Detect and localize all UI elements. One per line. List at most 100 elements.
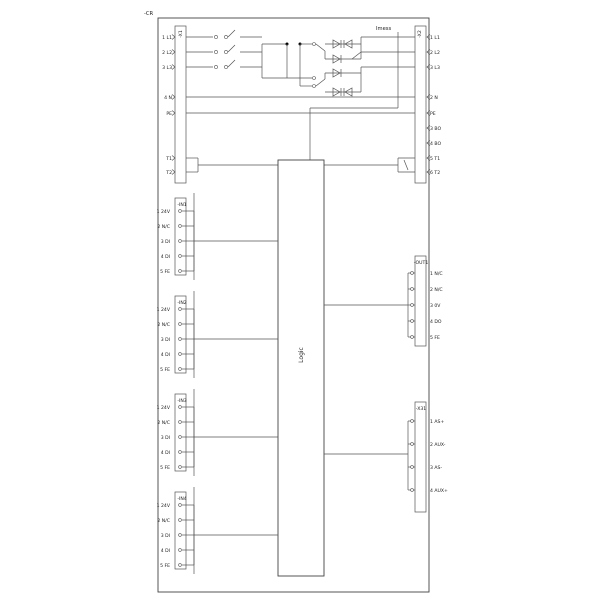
input-block-name: -IN3 <box>177 398 186 404</box>
logic-label: Logic <box>298 347 305 363</box>
terminal-label: 2 N/C <box>157 224 170 230</box>
terminal-point-icon <box>410 419 414 423</box>
terminal-label: 4 DO <box>430 319 442 325</box>
terminal-label: PE <box>166 111 172 117</box>
terminal-label: T2 <box>165 170 172 176</box>
terminal-connector-icon <box>171 155 176 161</box>
terminal-label: 5 FE <box>430 335 440 341</box>
terminal-label: 5 FE <box>160 563 170 569</box>
terminal-connector-icon <box>426 49 431 55</box>
terminal-point-icon <box>410 488 414 492</box>
terminal-label: 2 N/C <box>430 287 443 293</box>
terminal-label: 4 DI <box>161 254 170 260</box>
terminal-label: 2 L2 <box>162 50 172 56</box>
terminal-label: 1 L1 <box>162 35 172 41</box>
aux-block-name: -X31 <box>416 406 426 412</box>
terminal-label: 2 L2 <box>430 50 440 56</box>
terminal-point-icon <box>178 435 182 439</box>
terminal-point-icon <box>178 367 182 371</box>
terminal-label: 3 DI <box>161 337 170 343</box>
terminal-connector-icon <box>426 169 431 175</box>
terminal-point-icon <box>178 420 182 424</box>
thermistor-icon <box>403 159 409 171</box>
terminal-point-icon <box>178 239 182 243</box>
terminal-label: 5 FE <box>160 269 170 275</box>
terminal-label: 1 L1 <box>430 35 440 41</box>
terminal-point-icon <box>178 254 182 258</box>
terminal-label: 1 N/C <box>430 271 443 277</box>
terminal-point-icon <box>178 548 182 552</box>
terminal-label: 3 L3 <box>162 65 172 71</box>
terminal-label: 3 BO <box>430 126 441 132</box>
terminal-point-icon <box>178 322 182 326</box>
device-enclosure <box>157 17 430 593</box>
terminal-connector-icon <box>171 49 176 55</box>
terminal-label: 3 0V <box>430 303 441 309</box>
device-title: -CR <box>144 11 153 17</box>
terminal-label: 1 24V <box>157 405 171 411</box>
terminal-point-icon <box>178 518 182 522</box>
aux-terminal-block: -X31 1 AS+ 2 AUX- 3 AS- 4 AUX+ <box>324 401 448 513</box>
terminal-label: 1 AS+ <box>430 419 444 425</box>
terminal-label: 5 FE <box>160 465 170 471</box>
terminal-connector-icon <box>171 110 176 116</box>
terminal-label: 4 N <box>164 95 172 101</box>
terminal-label: 1 24V <box>157 307 171 313</box>
terminal-connector-icon <box>171 64 176 70</box>
terminal-point-icon <box>410 303 414 307</box>
terminal-label: 5 FE <box>160 367 170 373</box>
terminal-label: 4 AUX+ <box>430 488 448 494</box>
terminal-point-icon <box>178 405 182 409</box>
terminal-point-icon <box>410 271 414 275</box>
terminal-label: 2 N/C <box>157 518 170 524</box>
terminal-point-icon <box>178 209 182 213</box>
terminal-connector-icon <box>426 125 431 131</box>
terminal-connector-icon <box>426 155 431 161</box>
input-block-name: -IN1 <box>177 202 186 208</box>
terminal-label: T1 <box>165 156 172 162</box>
logic-block <box>277 159 325 577</box>
terminal-label: 2 N/C <box>157 420 170 426</box>
terminal-label: 3 AS- <box>430 465 442 471</box>
terminal-label: 3 DI <box>161 533 170 539</box>
terminal-point-icon <box>410 287 414 291</box>
terminal-connector-icon <box>426 94 431 100</box>
terminal-block-x1-name: -X1 <box>178 30 184 38</box>
terminal-connector-icon <box>426 140 431 146</box>
terminal-label: 2 N <box>430 95 438 101</box>
input-block-name: -IN2 <box>177 300 186 306</box>
terminal-point-icon <box>410 465 414 469</box>
terminal-block-x1: -X1 <box>174 25 187 184</box>
terminal-point-icon <box>178 503 182 507</box>
terminal-label: 1 24V <box>157 503 171 509</box>
terminal-point-icon <box>178 307 182 311</box>
terminal-label: 4 BO <box>430 141 441 147</box>
terminal-point-icon <box>178 224 182 228</box>
terminal-label: 2 N/C <box>157 322 170 328</box>
terminal-point-icon <box>178 533 182 537</box>
terminal-connector-icon <box>171 94 176 100</box>
terminal-point-icon <box>178 269 182 273</box>
terminal-label: 2 AUX- <box>430 442 446 448</box>
terminal-label: PE <box>430 111 436 117</box>
terminal-block-x2-name: -X2 <box>417 30 423 38</box>
imess-label: Imess <box>376 26 391 32</box>
terminal-label: 3 DI <box>161 435 170 441</box>
terminal-point-icon <box>410 335 414 339</box>
terminal-point-icon <box>178 563 182 567</box>
terminal-connector-icon <box>426 34 431 40</box>
terminal-point-icon <box>410 442 414 446</box>
terminal-block-x2: -X2 <box>414 25 427 184</box>
terminal-point-icon <box>178 465 182 469</box>
terminal-point-icon <box>178 352 182 356</box>
terminal-point-icon <box>410 319 414 323</box>
terminal-label: 3 DI <box>161 239 170 245</box>
terminal-point-icon <box>178 450 182 454</box>
terminal-label: 5 T1 <box>430 156 440 162</box>
terminal-connector-icon <box>171 169 176 175</box>
